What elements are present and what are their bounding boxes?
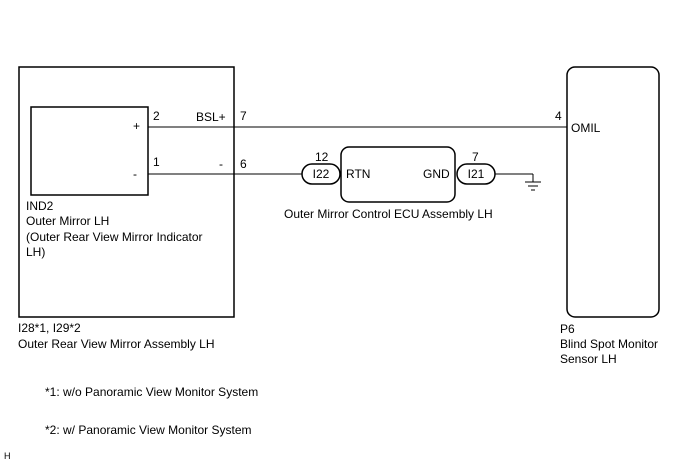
indicator-plus-sign: + [133, 119, 140, 133]
ecu-connector-left [301, 163, 341, 185]
minus-wire-pin: 6 [240, 157, 247, 171]
indicator-desc-line-2: LH) [26, 245, 45, 259]
assembly-name: Outer Rear View Mirror Assembly LH [18, 337, 215, 351]
ecu-terminal-gnd: GND [423, 167, 450, 181]
sensor-pin: 4 [555, 109, 562, 123]
minus-wire-label: - [219, 157, 223, 171]
sensor-terminal-omil: OMIL [571, 121, 601, 135]
ground-icon [525, 174, 541, 191]
ecu-terminal-rtn: RTN [346, 167, 370, 181]
bsl-wire-label: BSL+ [196, 110, 226, 124]
indicator-minus-sign: - [133, 167, 137, 181]
sensor-box [566, 66, 660, 318]
indicator-name: Outer Mirror LH [26, 214, 109, 228]
sensor-name-line-1: Blind Spot Monitor [560, 337, 658, 351]
indicator-desc-line-1: (Outer Rear View Mirror Indicator [26, 230, 203, 244]
ecu-connector-right-code: I21 [468, 167, 485, 181]
indicator-code: IND2 [26, 199, 54, 213]
indicator-pin-minus: 1 [153, 155, 160, 169]
indicator-pin-plus: 2 [153, 109, 160, 123]
note-1: *1: w/o Panoramic View Monitor System [45, 385, 258, 399]
note-2: *2: w/ Panoramic View Monitor System [45, 423, 252, 437]
ecu-left-pin: 12 [315, 150, 329, 164]
assembly-connector-codes: I28*1, I29*2 [18, 321, 81, 335]
ecu-right-pin: 7 [472, 150, 479, 164]
mirror-assembly-box [18, 66, 235, 318]
ecu-name: Outer Mirror Control ECU Assembly LH [284, 207, 493, 221]
ecu-box [340, 146, 456, 203]
indicator-box [30, 106, 149, 196]
sensor-code: P6 [560, 322, 575, 336]
sensor-name-line-2: Sensor LH [560, 352, 617, 366]
footer-mark: H [4, 451, 11, 461]
bsl-wire-pin: 7 [240, 109, 247, 123]
ecu-connector-left-code: I22 [313, 167, 330, 181]
